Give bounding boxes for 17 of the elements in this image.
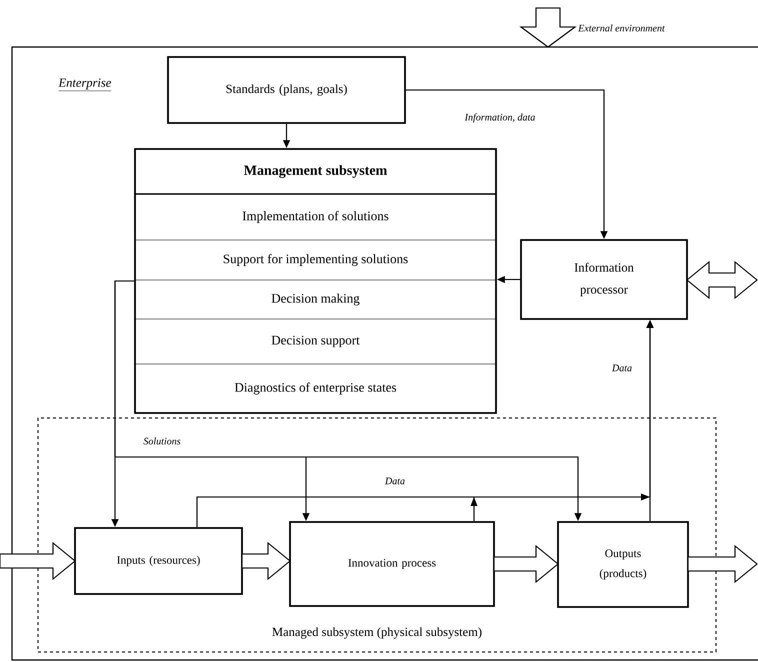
process-box: Outputs (products) [557, 521, 689, 608]
edge-label: Solutions [142, 436, 182, 446]
edge-label: Data [611, 364, 633, 372]
management-table: Management subsystem Implementation of solutions Support for implementing solutions Decision making Decision support Diagnostics of enterprise states [134, 148, 497, 414]
block-arrow [493, 544, 559, 584]
process-box: Inputs (resources) [74, 527, 243, 595]
block-arrow [687, 544, 758, 584]
edge-label: Data [384, 476, 406, 486]
block-arrow [241, 542, 291, 580]
edge-label: Information, data [464, 112, 536, 124]
process-box: Innovation process [289, 521, 495, 607]
block-arrow [0, 542, 76, 580]
standards-box: Standards (plans, goals) [167, 56, 406, 124]
processor-box: Information processor [520, 239, 688, 320]
block-arrow [686, 260, 758, 300]
edge-label: External environment [577, 23, 666, 33]
block-arrow [519, 7, 577, 48]
